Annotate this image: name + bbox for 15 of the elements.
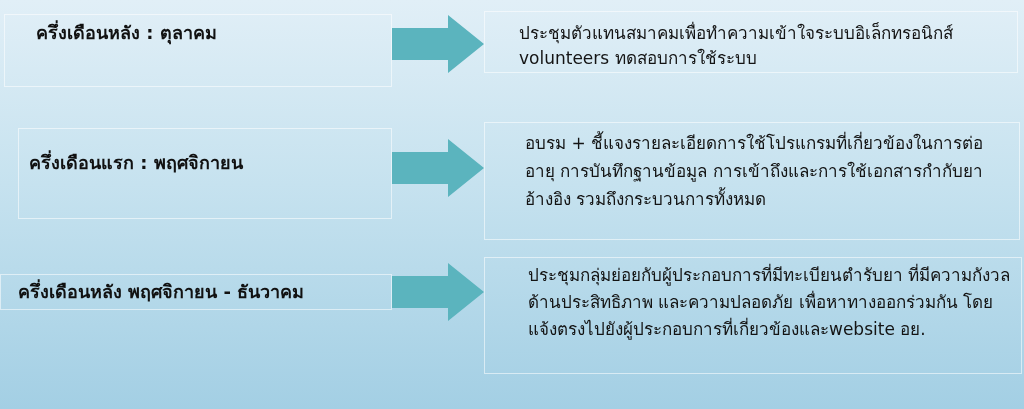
- period-label: ครึ่งเดือนหลัง พฤศจิกายน - ธันวาคม: [18, 279, 306, 304]
- label-box: [4, 14, 392, 87]
- label-box: [18, 128, 392, 219]
- label-box: [0, 274, 392, 310]
- description-box: [484, 11, 1018, 73]
- description-text: อบรม + ชี้แจงรายละเอียดการใช้โปรแกรมที่เกี่ยวข้องในการต่ออายุ การบันทึกฐานข้อมูล การเข้าถึงและการใช้เอกสารกำกับยาอ้างอิง รวมถึงกระบวนการทั้งหมด: [525, 130, 985, 211]
- description-text: ประชุมตัวแทนสมาคมเพื่อทำความเข้าใจระบบอิเล็กทรอนิกส์ volunteers ทดสอบการใช้ระบบ: [519, 21, 954, 70]
- description-box: [484, 122, 1020, 240]
- period-label: ครึ่งเดือนแรก : พฤศจิกายน: [29, 150, 244, 175]
- arrow: [392, 15, 484, 73]
- description-box: [484, 257, 1022, 374]
- arrow: [392, 139, 484, 197]
- period-label: ครึ่งเดือนหลัง : ตุลาคม: [36, 20, 218, 46]
- description-text: ประชุมกลุ่มย่อยกับผู้ประกอบการที่มีทะเบียนตำรับยา ที่มีความกังวลด้านประสิทธิภาพ และความปลอดภัย เพื่อหาทางออกร่วมกัน โดยแจ้งตรงไปยังผู้ประกอบการที่เกี่ยวข้องและwebsite อย.: [528, 262, 1011, 342]
- arrow: [392, 263, 484, 321]
